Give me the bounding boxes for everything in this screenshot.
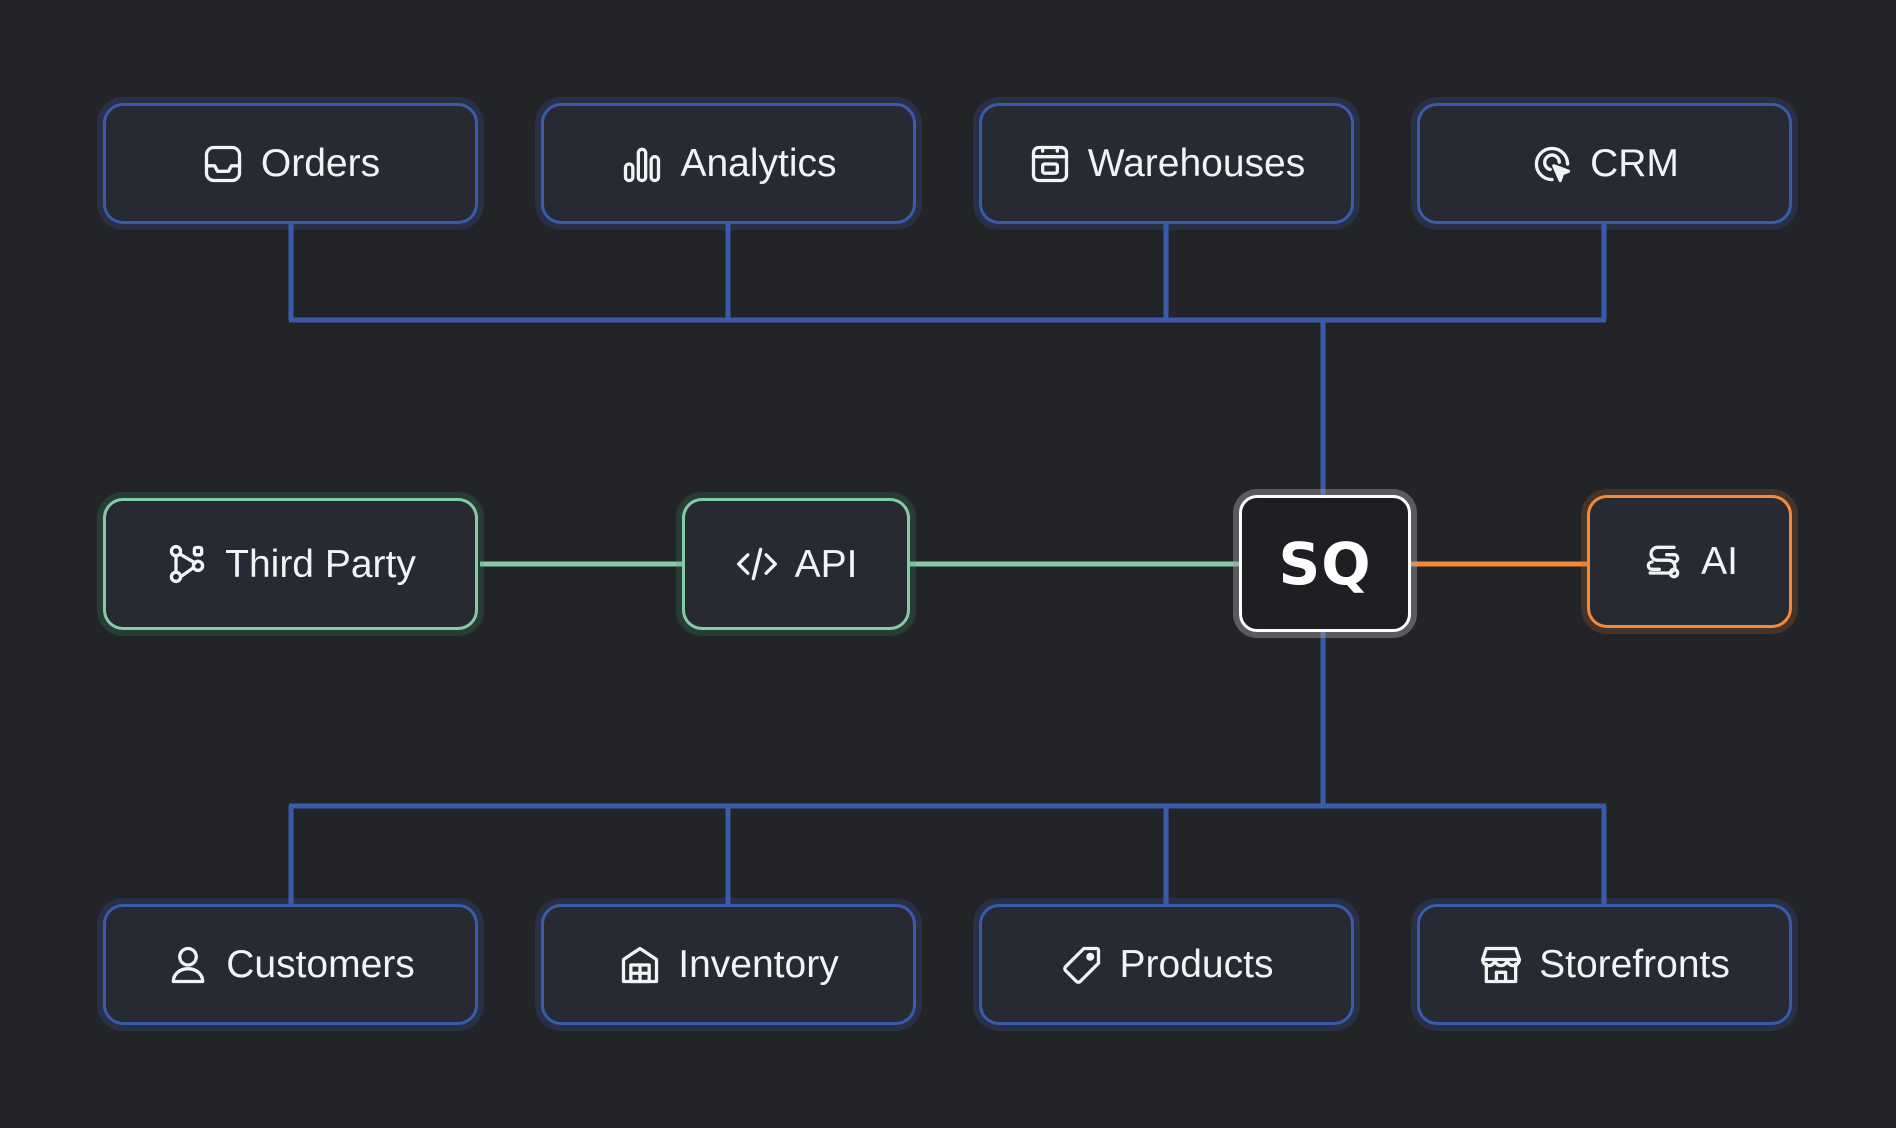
node-warehouses: Warehouses	[979, 103, 1354, 224]
warehouse-building-icon	[618, 943, 662, 987]
node-inventory-label: Inventory	[678, 945, 838, 984]
node-ai: AI	[1587, 495, 1792, 628]
node-products-label: Products	[1120, 945, 1274, 984]
hub-node: SQ	[1239, 495, 1411, 632]
node-crm: CRM	[1417, 103, 1792, 224]
ai-swirl-icon	[1641, 540, 1685, 584]
node-orders-label: Orders	[261, 144, 380, 183]
node-ai-label: AI	[1701, 542, 1738, 581]
node-api-label: API	[795, 545, 858, 584]
node-warehouses-label: Warehouses	[1088, 144, 1306, 183]
node-customers: Customers	[103, 904, 478, 1025]
storefront-icon	[1479, 943, 1523, 987]
node-inventory: Inventory	[541, 904, 916, 1025]
inbox-tray-icon	[201, 142, 245, 186]
bottom-connectors	[289, 632, 1606, 904]
node-storefronts: Storefronts	[1417, 904, 1792, 1025]
nodes-graph-icon	[165, 542, 209, 586]
code-brackets-icon	[735, 542, 779, 586]
node-api: API	[682, 498, 910, 630]
bar-chart-icon	[620, 142, 664, 186]
hub-label: SQ	[1278, 530, 1371, 598]
user-icon	[166, 943, 210, 987]
node-orders: Orders	[103, 103, 478, 224]
node-products: Products	[979, 904, 1354, 1025]
node-storefronts-label: Storefronts	[1539, 945, 1730, 984]
node-crm-label: CRM	[1590, 144, 1679, 183]
top-connectors	[289, 224, 1606, 495]
node-analytics-label: Analytics	[680, 144, 836, 183]
node-customers-label: Customers	[226, 945, 415, 984]
node-third-party-label: Third Party	[225, 545, 416, 584]
target-cursor-icon	[1530, 142, 1574, 186]
archive-box-icon	[1028, 142, 1072, 186]
tag-icon	[1060, 943, 1104, 987]
node-third-party: Third Party	[103, 498, 478, 630]
node-analytics: Analytics	[541, 103, 916, 224]
